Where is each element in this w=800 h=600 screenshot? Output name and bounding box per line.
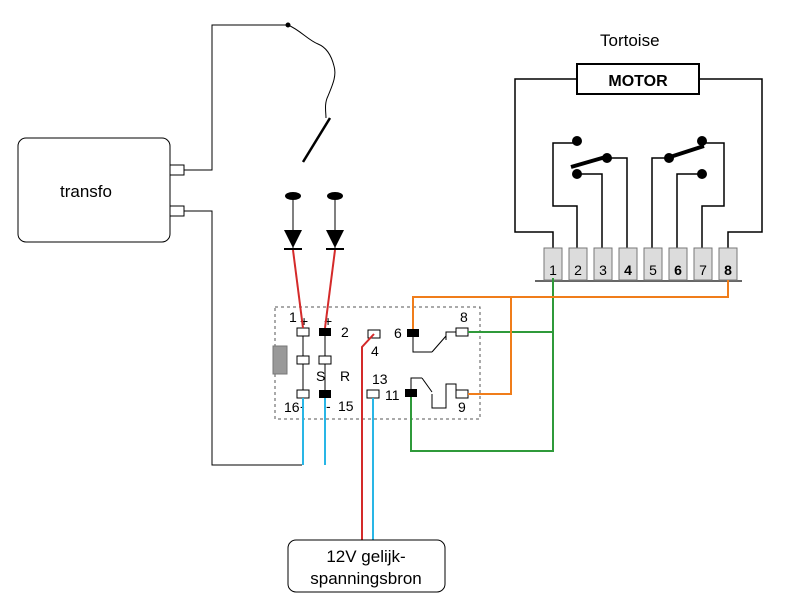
tortoise-terminal-label-3: 3 — [599, 262, 607, 278]
plus-label-1: + — [300, 313, 308, 329]
relay-module: 1 + + 2 4 6 8 S R 13 11 9 16 - - 15 — [272, 306, 481, 420]
contact-upper-wire — [412, 337, 432, 353]
wire-curly-lead — [287, 24, 336, 119]
wire-pin6-switch-right — [676, 173, 702, 248]
motor-box — [576, 63, 700, 95]
wire-pin2-switch-left — [552, 142, 578, 248]
terminal-2 — [319, 328, 331, 336]
terminal-9 — [455, 389, 469, 399]
tortoise-terminal-3 — [593, 247, 613, 281]
terminal-r — [318, 355, 332, 365]
wire-pin3-switch-left — [577, 173, 603, 248]
tortoise-terminal-label-5: 5 — [649, 262, 657, 278]
wire-motor-right — [699, 78, 763, 248]
colored-wiring — [292, 249, 729, 540]
diode-right-symbol — [326, 230, 344, 248]
tortoise-terminal-label-1: 1 — [549, 262, 557, 278]
tortoise-terminal-6 — [668, 247, 688, 281]
tortoise-terminal-strip: 1 2 3 4 5 6 7 8 — [535, 247, 742, 282]
pin-label-4: 4 — [371, 343, 379, 359]
power-supply-box — [287, 539, 446, 593]
contact-lower-return — [431, 383, 457, 409]
power-supply-line2: spanningsbron — [310, 569, 422, 588]
terminal-13 — [366, 389, 380, 399]
motor-label: MOTOR — [608, 73, 668, 90]
switch-left-pivot — [602, 153, 612, 163]
tortoise-terminal-7 — [693, 247, 713, 281]
red-wire-diode-left — [292, 249, 304, 329]
tortoise-terminal-label-2: 2 — [574, 262, 582, 278]
transformer: transfo — [17, 137, 185, 243]
transformer-terminal-bottom — [169, 205, 185, 217]
terminal-6 — [407, 329, 419, 337]
tortoise-terminal-label-6: 6 — [674, 262, 682, 278]
contact-lower-blade — [421, 377, 433, 393]
terminal-s — [296, 355, 310, 365]
wire-transfo-to-switch — [184, 24, 288, 171]
wire-pin7-switch-right — [701, 142, 725, 248]
diode-left — [284, 192, 302, 250]
tortoise-terminal-5 — [643, 247, 663, 281]
pin-label-8: 8 — [460, 309, 468, 325]
tortoise-terminal-label-8: 8 — [724, 262, 732, 278]
contact-upper-blade — [431, 335, 447, 353]
minus-label-15: - — [326, 398, 331, 414]
tortoise-machine: Tortoise MOTOR — [514, 31, 763, 248]
terminal-1 — [296, 327, 310, 337]
terminal-11 — [405, 389, 417, 397]
terminal-15 — [319, 390, 331, 398]
switch-left-contact-top — [572, 136, 582, 146]
pin-label-1: 1 — [289, 309, 297, 325]
red-wire-supply — [361, 333, 375, 540]
pin-label-13: 13 — [372, 371, 388, 387]
tortoise-title: Tortoise — [600, 31, 660, 50]
pin-label-6: 6 — [394, 325, 402, 341]
orange-wire-pin6-to-8 — [412, 280, 729, 329]
orange-wire-pin9 — [468, 297, 512, 395]
power-supply: 12V gelijk- spanningsbron — [287, 539, 446, 593]
transformer-terminal-top — [169, 164, 185, 176]
pin-label-16: 16 — [284, 399, 300, 415]
pin-label-2: 2 — [341, 324, 349, 340]
pin-label-9: 9 — [458, 399, 466, 415]
transformer-box — [17, 137, 171, 243]
switch-right-contact-top — [697, 136, 707, 146]
switch-right-contact-bottom — [697, 169, 707, 179]
wire-motor-left — [514, 78, 577, 248]
diode-left-symbol — [284, 230, 302, 248]
terminal-16 — [296, 389, 310, 399]
contact-lower-wire — [410, 377, 422, 389]
pin-label-15: 15 — [338, 398, 354, 414]
wire-pin5-switch-right — [651, 157, 669, 248]
transformer-label: transfo — [60, 182, 112, 201]
tortoise-terminal-2 — [568, 247, 588, 281]
wire-lead-node — [285, 22, 291, 28]
pin-label-11: 11 — [385, 387, 400, 403]
switch-left-contact-bottom — [572, 169, 582, 179]
plus-label-2: + — [324, 313, 332, 329]
relay-gray-block — [272, 345, 288, 375]
supply-wires — [184, 22, 336, 466]
label-reset: R — [340, 368, 350, 384]
tortoise-terminal-label-7: 7 — [699, 262, 707, 278]
wire-pin4-switch-left — [607, 157, 628, 248]
switch-lever — [301, 117, 332, 163]
tortoise-terminal-4 — [618, 247, 638, 281]
terminal-8 — [455, 327, 469, 337]
label-set: S — [316, 368, 325, 384]
power-supply-line1: 12V gelijk- — [326, 547, 405, 566]
red-wire-diode-right — [324, 249, 336, 329]
contact-upper-return — [445, 331, 456, 340]
switch-right-pivot — [664, 153, 674, 163]
tortoise-terminal-label-4: 4 — [624, 262, 632, 278]
diode-right — [326, 192, 344, 250]
green-wire-tortoise-drop — [410, 278, 554, 452]
wire-transfo-to-return — [184, 210, 302, 466]
